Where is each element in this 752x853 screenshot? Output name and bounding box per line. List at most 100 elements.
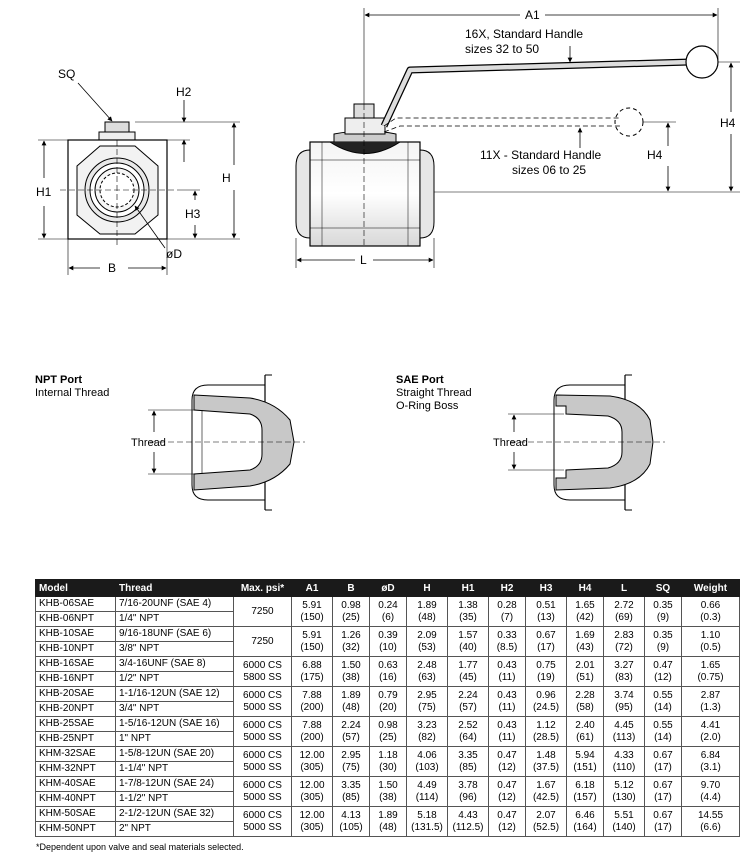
npt-thread-label: Thread bbox=[131, 437, 166, 449]
metric-value: (30) bbox=[379, 761, 397, 773]
metric-value: (140) bbox=[612, 821, 636, 833]
metric-value: (57) bbox=[459, 701, 477, 713]
h4-label: H4 bbox=[720, 116, 736, 130]
inch-value: 6.88 bbox=[302, 659, 322, 671]
end-view: SQ H2 H1 H H3 øD B bbox=[36, 67, 240, 275]
inch-value: 1.57 bbox=[458, 629, 478, 641]
metric-value: (52.5) bbox=[532, 821, 560, 833]
npt-title: NPT Port bbox=[35, 374, 82, 386]
inch-value: 2.95 bbox=[341, 749, 361, 761]
inch-value: 2.52 bbox=[458, 719, 478, 731]
psi-value: 5000 SS bbox=[243, 701, 282, 713]
inch-value: 2.09 bbox=[417, 629, 437, 641]
inch-value: 12.00 bbox=[299, 809, 325, 821]
dimension-cell: 0.28(7) bbox=[488, 596, 526, 627]
metric-value: (7) bbox=[500, 611, 514, 623]
h3-label: H3 bbox=[185, 207, 201, 221]
inch-value: 3.27 bbox=[614, 659, 634, 671]
model-cell: KHB-06SAE bbox=[35, 596, 116, 612]
model-cell: KHB-20SAE bbox=[35, 686, 116, 702]
sae-subtitle-2: O-Ring Boss bbox=[396, 400, 459, 412]
metric-value: (150) bbox=[300, 641, 324, 653]
thread-cell: 3/8" NPT bbox=[115, 641, 234, 657]
inch-value: 5.91 bbox=[302, 599, 322, 611]
dimension-cell: 1.50(38) bbox=[332, 656, 370, 687]
model-cell: KHB-16SAE bbox=[35, 656, 116, 672]
model-cell: KHM-40SAE bbox=[35, 776, 116, 792]
metric-value: (6) bbox=[381, 611, 395, 623]
dimension-cell: 4.13(105) bbox=[332, 806, 370, 837]
inch-value: 1.10 bbox=[700, 629, 721, 641]
thread-cell: 1-1/2" NPT bbox=[115, 791, 234, 807]
metric-value: (11) bbox=[498, 731, 516, 743]
thread-cell: 1-7/8-12UN (SAE 24) bbox=[115, 776, 234, 792]
psi-value: 7250 bbox=[251, 605, 274, 617]
dimension-cell: 0.51(13) bbox=[525, 596, 567, 627]
inch-value: 3.78 bbox=[458, 779, 478, 791]
dimension-cell: 1.50(38) bbox=[369, 776, 407, 807]
metric-value: (38) bbox=[379, 791, 397, 803]
metric-value: (17) bbox=[537, 641, 555, 653]
metric-value: (42.5) bbox=[532, 791, 560, 803]
inch-value: 0.55 bbox=[653, 689, 673, 701]
inch-value: 2.95 bbox=[417, 689, 437, 701]
metric-value: (113) bbox=[612, 731, 636, 743]
dimension-cell: 5.18(131.5) bbox=[406, 806, 448, 837]
dimension-cell: 0.67(17) bbox=[644, 776, 682, 807]
psi-value: 5000 SS bbox=[243, 821, 282, 833]
h2-label: H2 bbox=[176, 85, 192, 99]
side-view: A1 16X, Standard Handle sizes 32 to 50 1… bbox=[295, 8, 740, 268]
metric-value: (48) bbox=[342, 701, 360, 713]
metric-value: (25) bbox=[342, 611, 360, 623]
inch-value: 1.26 bbox=[341, 629, 361, 641]
model-cell: KHB-20NPT bbox=[35, 701, 116, 717]
dimension-cell: 6.84(3.1) bbox=[681, 746, 740, 777]
metric-value: (14) bbox=[654, 731, 672, 743]
dimension-cell: 0.98(25) bbox=[332, 596, 370, 627]
inch-value: 2.40 bbox=[575, 719, 595, 731]
inch-value: 0.67 bbox=[653, 779, 673, 791]
metric-value: (105) bbox=[339, 821, 363, 833]
dimension-cell: 2.95(75) bbox=[406, 686, 448, 717]
dimension-cell: 7.88(200) bbox=[291, 686, 333, 717]
dimension-cell: 1.89(48) bbox=[332, 686, 370, 717]
inch-value: 7.88 bbox=[302, 719, 322, 731]
inch-value: 4.41 bbox=[700, 719, 721, 731]
h1-label: H1 bbox=[36, 185, 52, 199]
metric-value: (63) bbox=[418, 671, 436, 683]
l-label: L bbox=[360, 253, 367, 267]
inch-value: 1.89 bbox=[378, 809, 398, 821]
column-header: Thread bbox=[115, 579, 234, 597]
dimension-cell: 1.77(45) bbox=[447, 656, 489, 687]
metric-value: (32) bbox=[342, 641, 360, 653]
metric-value: (85) bbox=[459, 761, 477, 773]
dimension-cell: 0.66(0.3) bbox=[681, 596, 740, 627]
thread-cell: 1/4" NPT bbox=[115, 611, 234, 627]
metric-value: (17) bbox=[654, 761, 672, 773]
od-label: øD bbox=[166, 247, 182, 261]
inch-value: 1.65 bbox=[700, 659, 721, 671]
dimension-cell: 0.39(10) bbox=[369, 626, 407, 657]
inch-value: 1.89 bbox=[417, 599, 437, 611]
inch-value: 2.01 bbox=[575, 659, 595, 671]
column-header: H bbox=[406, 579, 448, 597]
dimension-cell: 2.48(63) bbox=[406, 656, 448, 687]
thread-cell: 1-5/8-12UN (SAE 20) bbox=[115, 746, 234, 762]
inch-value: 0.67 bbox=[536, 629, 556, 641]
inch-value: 0.39 bbox=[378, 629, 398, 641]
dimension-cell: 5.51(140) bbox=[603, 806, 645, 837]
model-cell: KHB-16NPT bbox=[35, 671, 116, 687]
inch-value: 12.00 bbox=[299, 749, 325, 761]
inch-value: 4.45 bbox=[614, 719, 634, 731]
metric-value: (25) bbox=[379, 731, 397, 743]
dimension-cell: 2.24(57) bbox=[332, 716, 370, 747]
thread-cell: 1" NPT bbox=[115, 731, 234, 747]
inch-value: 4.33 bbox=[614, 749, 634, 761]
dimension-cell: 0.35(9) bbox=[644, 596, 682, 627]
metric-value: (114) bbox=[415, 791, 439, 803]
metric-value: (4.4) bbox=[700, 791, 721, 803]
metric-value: (24.5) bbox=[532, 701, 560, 713]
